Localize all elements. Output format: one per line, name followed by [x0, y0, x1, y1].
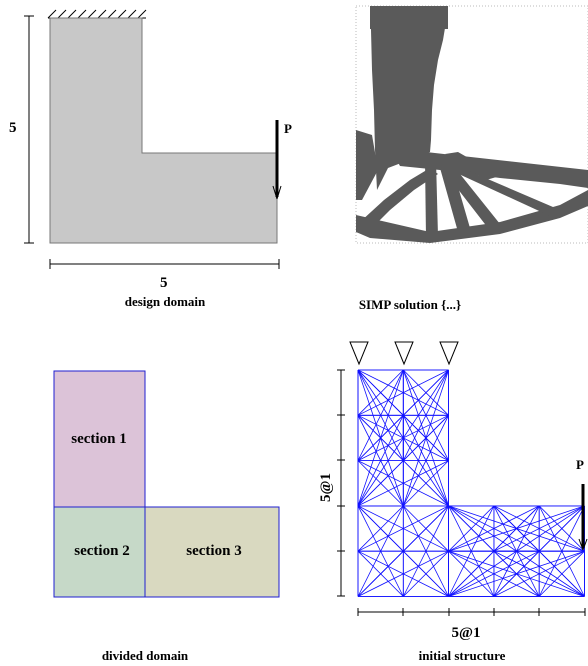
section-3-label: section 3	[186, 543, 241, 559]
pin-support	[394, 341, 414, 366]
load-arrow	[272, 120, 282, 200]
l-shaped-domain	[49, 17, 278, 244]
truss-member	[493, 505, 540, 552]
truss-member	[538, 505, 585, 552]
truss-member	[402, 505, 449, 597]
pin-support	[349, 341, 369, 366]
ground-structure-truss	[357, 369, 585, 597]
horizontal-dimension-line	[357, 608, 586, 616]
horizontal-dimension-line	[49, 259, 280, 269]
truss-member	[402, 415, 449, 507]
truss-member	[403, 369, 449, 416]
initial-structure-caption: initial structure	[419, 648, 506, 663]
simp-solution-caption: SIMP solution {...}	[359, 297, 461, 312]
section-1-label: section 1	[71, 431, 126, 447]
fixed-support-hatch	[47, 9, 147, 19]
simp-solution-panel: SIMP solution {...}	[355, 5, 588, 312]
truss-member	[448, 505, 495, 597]
load-arrow	[578, 484, 588, 551]
section-3-region	[144, 506, 280, 598]
truss-member	[357, 369, 404, 461]
vertical-dimension-line	[24, 15, 34, 244]
truss-member	[493, 505, 540, 597]
load-label: P	[576, 457, 584, 472]
truss-member	[357, 369, 404, 416]
load-label: P	[284, 121, 292, 136]
truss-member	[403, 460, 449, 507]
horizontal-dimension-label: 5@1	[452, 625, 481, 641]
divided-domain-panel: section 1 section 2 section 3 divided do…	[53, 370, 280, 663]
truss-member	[402, 369, 449, 461]
design-domain-caption: design domain	[125, 294, 206, 309]
section-2-region	[53, 506, 146, 598]
truss-member	[403, 550, 449, 597]
truss-member	[357, 369, 404, 507]
truss-member	[448, 505, 495, 552]
design-domain-panel: 5 5 P design domain	[9, 9, 292, 309]
truss-member	[403, 505, 449, 552]
truss-member	[538, 505, 585, 597]
truss-member	[538, 550, 585, 597]
pin-supports	[349, 341, 459, 366]
initial-structure-panel: 5@1 5@1 P initial structure	[318, 341, 588, 663]
horizontal-dimension-label: 5	[160, 275, 168, 291]
truss-member	[357, 505, 404, 597]
truss-member	[402, 369, 449, 507]
pin-support	[439, 341, 459, 366]
simp-material-layout	[356, 6, 588, 243]
truss-member	[357, 505, 404, 552]
section-2-label: section 2	[74, 543, 129, 559]
vertical-dimension-line	[337, 369, 345, 597]
truss-member	[357, 415, 404, 507]
divided-domain-caption: divided domain	[102, 648, 189, 663]
vertical-dimension-label: 5	[9, 120, 17, 136]
vertical-dimension-label: 5@1	[318, 473, 334, 502]
